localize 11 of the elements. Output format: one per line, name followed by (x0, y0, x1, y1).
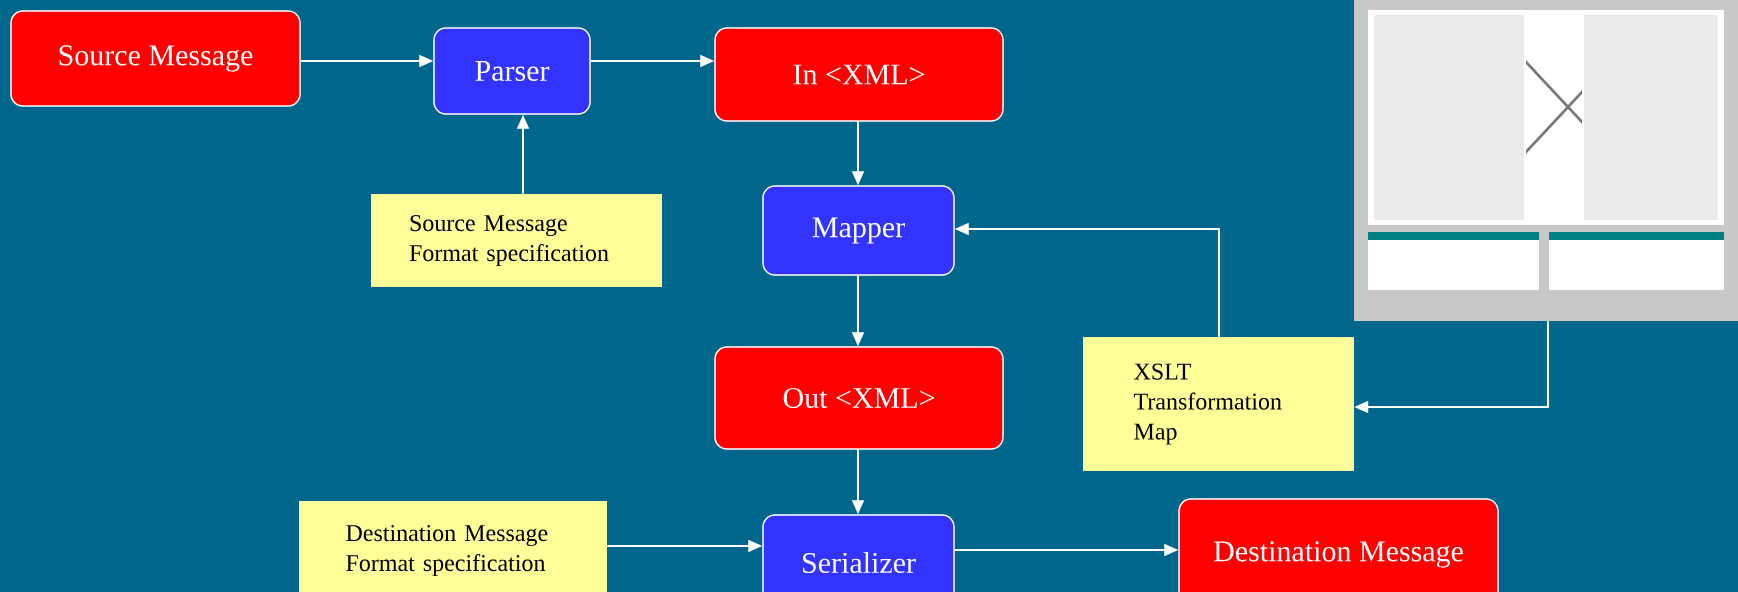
message-box: Destination Message (1178, 498, 1499, 592)
note-box: Source Message Format specification (371, 194, 662, 287)
note-box: XSLT Transformation Map (1083, 337, 1354, 471)
message-box: In <XML> (714, 27, 1004, 122)
process-box: Serializer (762, 514, 955, 592)
note-box: Destination Message Format specification (299, 501, 607, 592)
message-box: Out <XML> (714, 346, 1004, 450)
message-box: Source Message (10, 10, 301, 107)
process-box: Mapper (762, 185, 955, 276)
process-box: Parser (433, 27, 591, 115)
picture (1354, 0, 1738, 321)
